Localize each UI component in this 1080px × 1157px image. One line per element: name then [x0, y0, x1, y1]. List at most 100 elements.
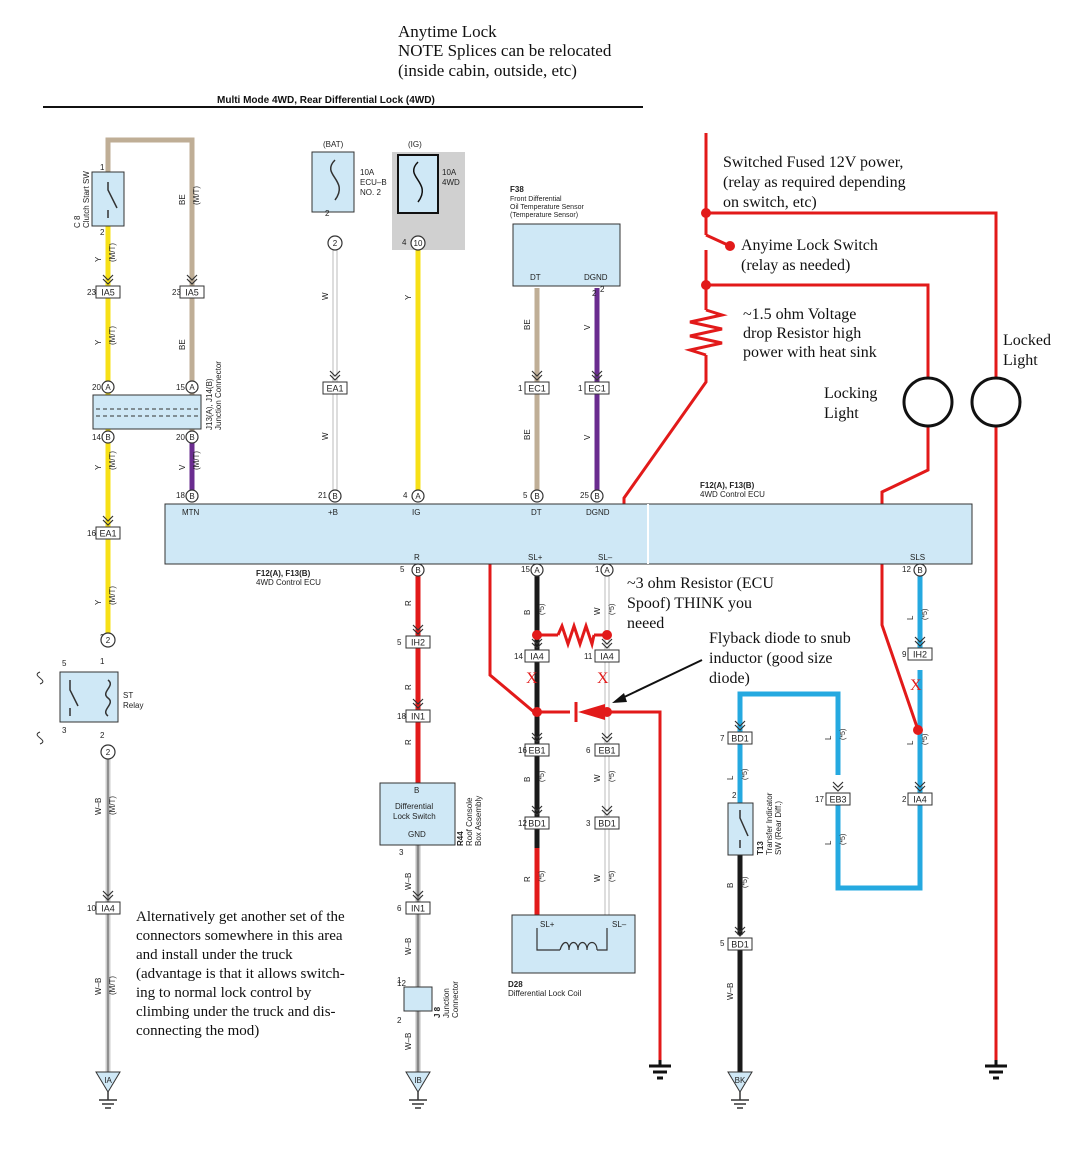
- option-code-mt: (M/T): [108, 326, 117, 345]
- connector-ia4: IA4: [907, 781, 933, 806]
- resistor-1p5-ohm: [684, 308, 728, 357]
- st-relay-coil-icon: [105, 679, 111, 717]
- wire-color-code: Y: [94, 464, 103, 470]
- note-locked-light-1: Locked: [1003, 332, 1051, 349]
- wire-color-code: W–B: [94, 798, 103, 815]
- ground-bk: BK: [727, 1071, 753, 1109]
- option-code-5: (*5): [539, 604, 546, 615]
- differential-lock-switch: [379, 782, 456, 846]
- wire-color-code: V: [583, 434, 592, 440]
- pin-number: 16: [87, 529, 96, 538]
- pin-letter-circle: B: [185, 489, 199, 503]
- wire-color-code: B: [523, 777, 532, 782]
- connector-code: EC1: [588, 384, 606, 394]
- r44-name-1: Roof Console: [465, 797, 474, 846]
- note-alternatively-6: climbing under the truck and dis-: [136, 1004, 336, 1020]
- fuse-bat-icon: [329, 159, 341, 201]
- pin-number: 5: [397, 638, 402, 647]
- anytime-switch-contact: [725, 241, 735, 251]
- ground-ia: IA: [95, 1071, 121, 1109]
- option-code-5: (*5): [609, 604, 616, 615]
- pin-letter-circle: B: [913, 563, 927, 577]
- coil-leads: [536, 928, 608, 951]
- header-note-3: (inside cabin, outside, etc): [398, 61, 577, 80]
- ecu-bottom-ref: F12(A), F13(B): [256, 569, 311, 578]
- connector-bd1: BD1: [727, 926, 753, 951]
- ecu-top-ref: F12(A), F13(B): [700, 481, 755, 490]
- pin-number: 15: [521, 565, 530, 574]
- connector-code: BD1: [528, 819, 546, 829]
- temperature-sensor: [512, 223, 621, 287]
- note-flyback-3: diode): [709, 670, 750, 687]
- option-code-mt: (M/T): [108, 586, 117, 605]
- fuse-ig-source: (IG): [408, 140, 422, 149]
- connector-code: IA5: [101, 288, 115, 298]
- note-resistor-2: drop Resistor high: [743, 325, 861, 342]
- note-alternatively-2: connectors somewhere in this area: [136, 928, 343, 944]
- pin-number: 1: [578, 384, 583, 393]
- splice-dots: [532, 208, 923, 735]
- pin-letter-circle: B: [530, 489, 544, 503]
- wire-color-code: V: [583, 324, 592, 330]
- pin-number: 4: [403, 491, 408, 500]
- st-relay: [59, 671, 119, 723]
- fuse-bat-source: (BAT): [323, 140, 344, 149]
- ecu-pin-ig: IG: [412, 508, 420, 517]
- connector-code: IA4: [913, 795, 927, 805]
- pin-number: 2: [732, 791, 737, 800]
- wire-color-code: W–B: [404, 938, 413, 955]
- fuse-ecu-b: [311, 151, 355, 213]
- note-switched-power-1: Switched Fused 12V power,: [723, 154, 903, 171]
- wire-color-code: L: [906, 615, 915, 620]
- resistor-3-ohm: [556, 621, 596, 650]
- wire-blue-loop: [737, 691, 923, 891]
- pin-number: 9: [902, 650, 907, 659]
- connector-in1: IN1: [405, 890, 431, 915]
- pin-number: 2: [325, 209, 330, 218]
- junction-name: Junction Connector: [214, 361, 223, 430]
- pin-number: 10: [87, 904, 96, 913]
- terminal-circle: 2: [100, 632, 116, 648]
- coil-pin-slplus: SL+: [540, 920, 555, 929]
- option-code-mt: (M/T): [108, 451, 117, 470]
- pin-number: 18: [176, 491, 185, 500]
- connector-ea1: EA1: [95, 515, 121, 540]
- pin-letter: A: [105, 383, 111, 392]
- st-relay-contact-icon: [69, 680, 79, 716]
- option-code-5: (*5): [922, 609, 929, 620]
- header-note-1: Anytime Lock: [398, 22, 497, 41]
- connector-bd1: BD1: [524, 805, 550, 830]
- pin-number: 5: [720, 939, 725, 948]
- j8-ref: J 8: [433, 1006, 442, 1018]
- pin-number: 23: [172, 288, 181, 297]
- junction-ref: J13(A), J14(B): [205, 378, 214, 430]
- pin-letter-circle: A: [185, 380, 199, 394]
- connector-ec1: EC1: [524, 370, 550, 395]
- terminal-number: 10: [414, 239, 423, 248]
- pin-letter-circle: A: [530, 563, 544, 577]
- note-alternatively-4: (advantage is that it allows switch-: [136, 966, 345, 982]
- pin-number: 21: [318, 491, 327, 500]
- note-resistor-3: power with heat sink: [743, 344, 877, 361]
- pin-number: 20: [176, 433, 185, 442]
- fuse-4wd: [397, 154, 439, 214]
- header-note-2: NOTE Splices can be relocated: [398, 41, 612, 60]
- clutch-switch-contact-icon: [107, 182, 118, 218]
- wire-color-code: R: [404, 684, 413, 690]
- wire-color-code: BE: [178, 339, 187, 350]
- pin-number: 11: [584, 652, 593, 661]
- flyback-arrow-line: [617, 659, 703, 701]
- wire-color-code: W–B: [404, 1033, 413, 1050]
- pin-number: 5: [400, 565, 405, 574]
- connector-code: BD1: [731, 734, 749, 744]
- pin-letter: B: [594, 492, 599, 501]
- diff-switch-name-1: Differential: [395, 802, 433, 811]
- wire-color-code: L: [824, 735, 833, 740]
- pin-letter: A: [604, 566, 610, 575]
- pin-number: 1: [100, 657, 105, 666]
- locked-light-icon: [970, 376, 1022, 428]
- pin-letter-circle: B: [328, 489, 342, 503]
- flyback-diode-icon: [578, 704, 605, 720]
- terminal-circle: 2: [100, 744, 116, 760]
